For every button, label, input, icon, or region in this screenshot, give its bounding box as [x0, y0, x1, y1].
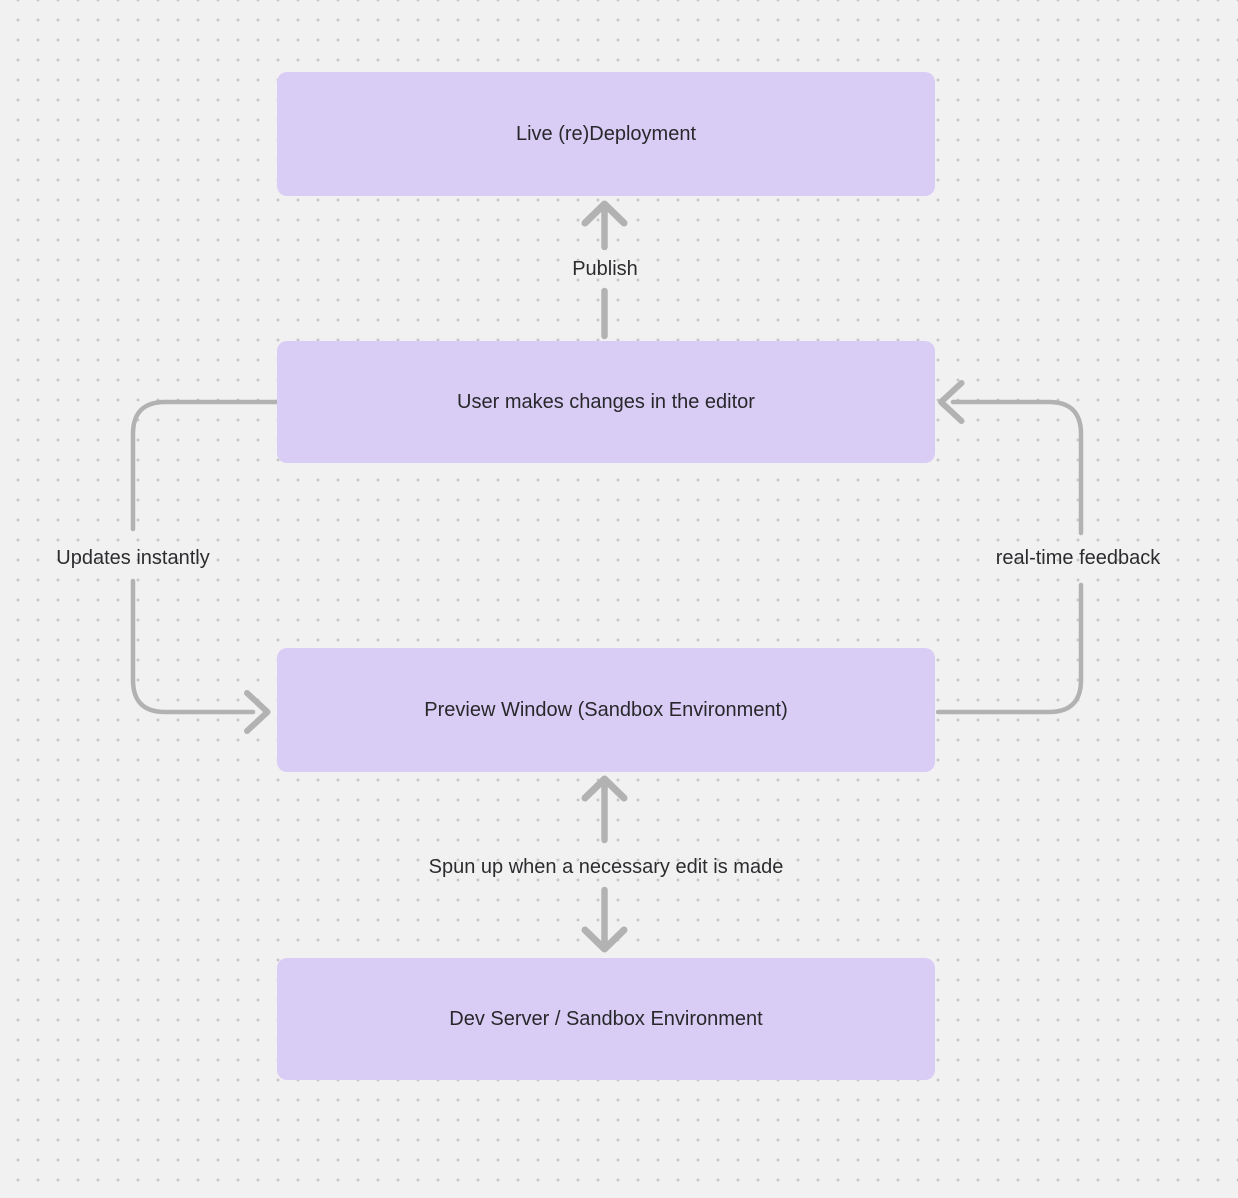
node-label: Preview Window (Sandbox Environment) — [424, 699, 788, 721]
arrowhead-left-icon — [938, 380, 965, 424]
updates-instantly-arrow — [130, 399, 280, 734]
edge-label-updates-instantly: Updates instantly — [56, 547, 210, 569]
edge-label-publish: Publish — [572, 258, 638, 280]
real-time-feedback-arrow — [935, 380, 1084, 715]
node-user-changes: User makes changes in the editor — [277, 341, 935, 463]
node-label: User makes changes in the editor — [457, 391, 755, 413]
node-label: Live (re)Deployment — [515, 123, 697, 145]
publish-arrow — [581, 200, 628, 340]
arrowhead-right-icon — [244, 690, 271, 734]
arrowhead-up-icon — [581, 775, 628, 802]
arrowhead-down-icon — [581, 926, 628, 953]
node-preview-window: Preview Window (Sandbox Environment) — [277, 648, 935, 772]
node-dev-server: Dev Server / Sandbox Environment — [277, 958, 935, 1080]
edge-label-real-time-feedback: real-time feedback — [995, 547, 1161, 569]
node-label: Dev Server / Sandbox Environment — [449, 1008, 763, 1030]
node-live-deployment: Live (re)Deployment — [277, 72, 935, 196]
spun-up-arrow — [581, 775, 628, 953]
arrowhead-up-icon — [581, 200, 628, 227]
edge-label-spun-up: Spun up when a necessary edit is made — [428, 856, 784, 878]
